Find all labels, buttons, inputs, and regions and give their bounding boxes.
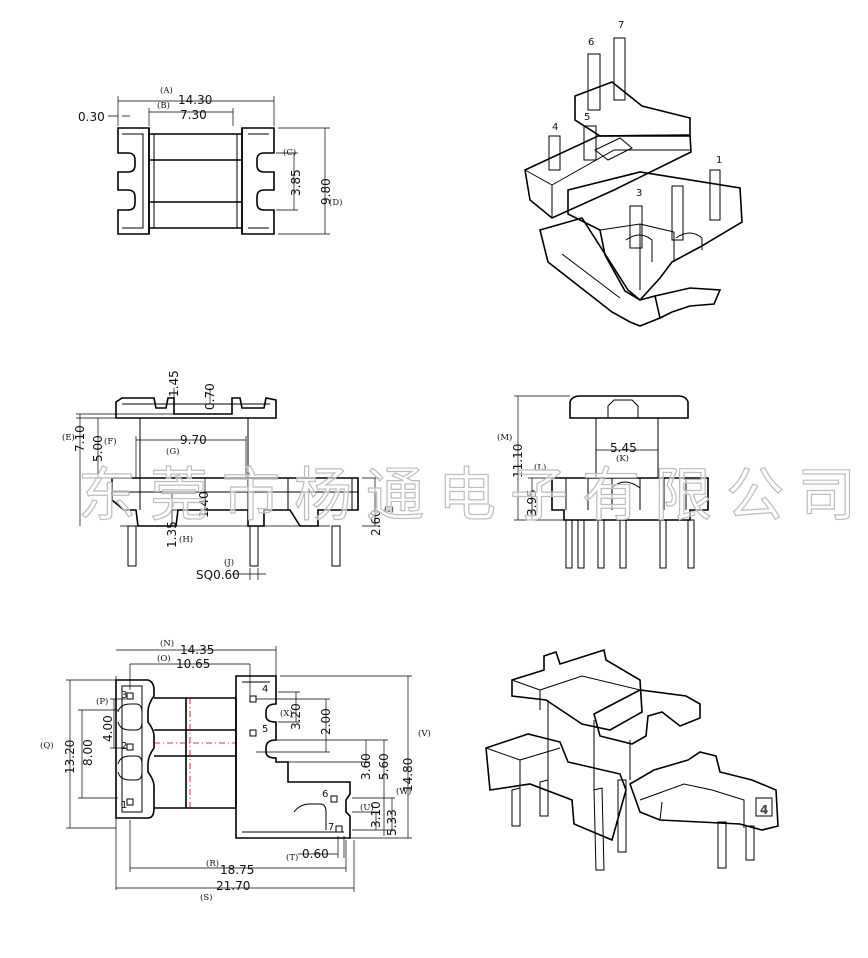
dim-a-value: 14.30 (178, 93, 212, 107)
dim-p-value: 4.00 (101, 715, 115, 742)
dim-5-60-value: 5.60 (377, 753, 391, 780)
dim-label-r: (R) (206, 858, 219, 869)
dim-label-j: (J) (224, 557, 234, 568)
dim-t-value: 0.60 (302, 847, 329, 861)
dim-label-e: (E) (62, 432, 75, 443)
iso-pin-7: 7 (618, 20, 624, 31)
dim-label-q: (Q) (40, 740, 54, 751)
bottom-pin-6: 6 (322, 789, 328, 800)
bottom-pin-1: 1 (121, 800, 127, 811)
dim-label-n: (N) (160, 638, 174, 649)
dim-s-value: 21.70 (216, 879, 250, 893)
dim-label-g: (G) (166, 446, 179, 457)
bottom-pin-4: 4 (262, 684, 268, 695)
company-watermark: 东莞市杨通电子有限公司 (77, 460, 868, 529)
dim-1-45-value: 1.45 (167, 370, 181, 397)
dim-label-w: (W) (396, 786, 411, 797)
dim-l-value: 3.95 (525, 489, 539, 516)
dim-wall-value: 0.30 (78, 110, 105, 124)
dim-label-m: (M) (497, 432, 512, 443)
dim-label-k: (K) (616, 453, 629, 464)
iso-pin-3: 3 (636, 188, 642, 199)
dim-d-value: 9.80 (319, 178, 333, 205)
iso-pin-6: 6 (588, 37, 594, 48)
side-view: (M) 11.10 5.45 (K) (L) 3.95 (497, 395, 709, 569)
dim-label-f: (F) (104, 436, 117, 447)
front-view: 1.45 0.70 (E) 7.10 5.00 (F) 9.70 (G) 1.4… (62, 370, 394, 582)
dim-label-s: (S) (200, 892, 212, 903)
dim-label-c: (C) (283, 147, 296, 158)
dim-n-value: 14.35 (180, 643, 214, 657)
dim-b-value: 7.30 (180, 108, 207, 122)
bottom-pin-7: 7 (328, 822, 334, 833)
dim-label-x: (X) (280, 708, 293, 719)
bottom-pin-5: 5 (262, 724, 268, 735)
dim-m-value: 11.10 (511, 444, 525, 478)
dim-v-value: 14.80 (401, 758, 415, 792)
dim-label-h: (H) (179, 534, 193, 545)
dim-label-d: (D) (329, 197, 342, 208)
dim-c-value: 3.85 (289, 169, 303, 196)
dim-label-b: (B) (157, 100, 170, 111)
dim-label-u: (U) (360, 802, 374, 813)
iso-pin-5: 5 (584, 112, 590, 123)
dim-e-value: 7.10 (73, 425, 87, 452)
dim-label-v: (V) (418, 728, 431, 739)
isometric-bottom-view: 4 (485, 648, 779, 871)
bottom-pin-3: 3 (121, 690, 127, 701)
dim-2-00-value: 2.00 (319, 708, 333, 735)
dim-g-value: 9.70 (180, 433, 207, 447)
dim-o-value: 10.65 (176, 657, 210, 671)
dim-i-value: 2.60 (369, 509, 383, 536)
iso-pin-1: 1 (716, 155, 722, 166)
dim-0-70-value: 0.70 (203, 383, 217, 410)
dim-k-value: 5.45 (610, 441, 637, 455)
dim-label-p: (P) (96, 696, 108, 707)
iso-pin-4: 4 (552, 122, 558, 133)
top-view: (A) 14.30 (B) 7.30 0.30 (C) 3.85 9.80 (D… (78, 85, 342, 235)
iso-pin-4-mark: 4 (760, 803, 768, 817)
dim-1-40-value: 1.40 (197, 491, 211, 518)
dim-8-00-value: 8.00 (81, 739, 95, 766)
dim-w-value: 5.33 (385, 809, 399, 836)
dim-r-value: 18.75 (220, 863, 254, 877)
dim-q-value: 13.20 (63, 740, 77, 774)
bottom-view: (N) 14.35 (O) 10.65 (P) 4.00 (Q) 13.20 8… (40, 638, 431, 903)
dim-x-value: 3.20 (289, 703, 303, 730)
dim-label-t: (T) (286, 852, 298, 863)
dim-3-60-value: 3.60 (359, 753, 373, 780)
dim-j-value: SQ0.60 (196, 568, 240, 582)
dim-f-value: 5.00 (91, 435, 105, 462)
isometric-top-view: 7 6 5 4 1 3 (524, 20, 743, 327)
dim-u-value: 3.10 (369, 801, 383, 828)
dim-label-l: (L) (534, 462, 546, 473)
dim-label-i: (I) (384, 504, 394, 515)
bottom-pin-2: 2 (121, 741, 127, 752)
dim-h-value: 1.35 (165, 521, 179, 548)
dim-label-a: (A) (160, 85, 173, 96)
dim-label-o: (O) (157, 653, 171, 664)
